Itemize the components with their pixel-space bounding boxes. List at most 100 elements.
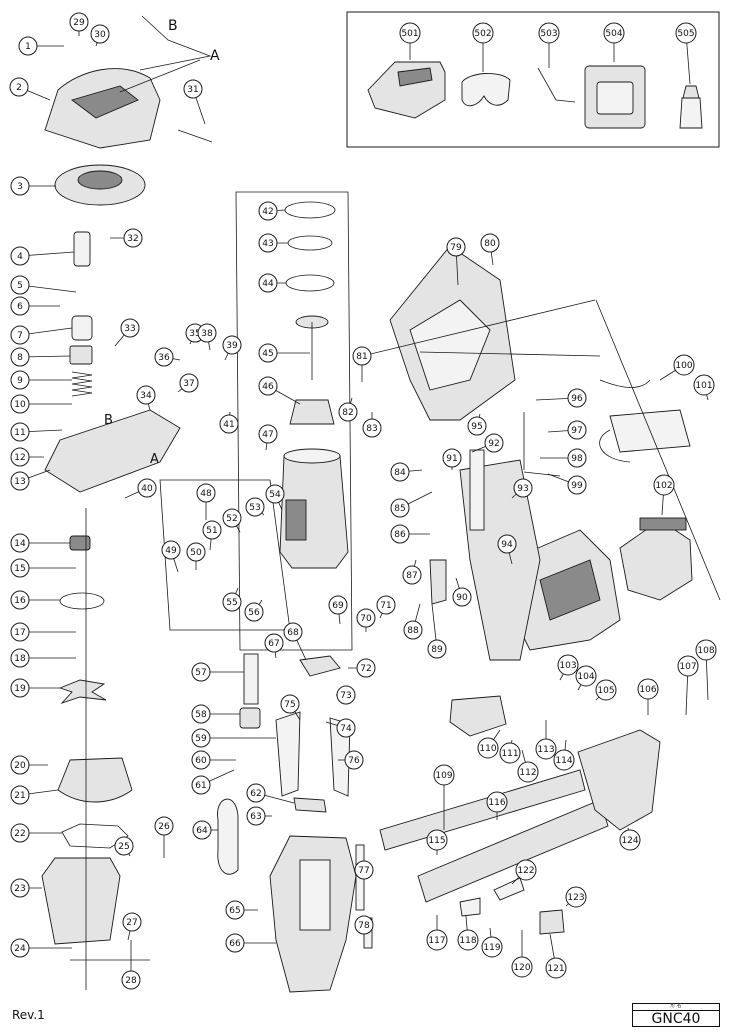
callout-circle-44: [258, 273, 278, 293]
callout-circle-106: [637, 678, 659, 700]
callout-circle-105: [595, 679, 617, 701]
callout-120: 120: [511, 930, 533, 978]
callout-circle-123: [565, 886, 587, 908]
callout-circle-26: [154, 816, 174, 836]
callout-circle-112: [517, 761, 539, 783]
callout-circle-122: [515, 859, 537, 881]
callout-circle-108: [695, 639, 717, 661]
callout-circle-9: [10, 370, 30, 390]
callout-circle-23: [10, 878, 30, 898]
callout-86: 86: [390, 524, 430, 544]
callout-circle-13: [10, 471, 30, 491]
callout-circle-74: [336, 718, 356, 738]
callout-59: 59: [191, 728, 276, 748]
callout-circle-97: [567, 420, 587, 440]
callout-number-8: 8: [17, 353, 23, 363]
callout-124: 124: [619, 827, 641, 851]
callout-circle-70: [356, 608, 376, 628]
callout-123: 123: [565, 886, 587, 908]
callout-circle-78: [354, 915, 374, 935]
callout-number-87: 87: [406, 571, 417, 581]
callout-number-114: 114: [555, 756, 572, 766]
callout-circle-21: [10, 785, 30, 805]
callout-60: 60: [191, 750, 236, 770]
callout-number-58: 58: [195, 710, 207, 720]
callout-70: 70: [356, 608, 376, 632]
callout-number-106: 106: [639, 685, 656, 695]
callout-circle-54: [265, 484, 285, 504]
callout-50: 50: [186, 542, 206, 570]
callout-circle-118: [457, 929, 479, 951]
callout-circle-31: [183, 79, 203, 99]
callout-circle-27: [122, 912, 142, 932]
callout-8: 8: [10, 347, 71, 367]
callout-number-62: 62: [250, 789, 261, 799]
callout-79: 79: [446, 237, 466, 286]
callout-number-71: 71: [380, 601, 391, 611]
callout-circle-94: [497, 534, 517, 554]
safety-glasses-drawing: [461, 73, 511, 107]
callout-62: 62: [246, 783, 295, 804]
callout-105: 105: [595, 679, 617, 701]
callout-number-83: 83: [366, 424, 377, 434]
callout-circle-95: [467, 416, 487, 436]
callout-circle-47: [258, 424, 278, 444]
callout-118: 118: [457, 915, 479, 951]
callout-circle-67: [264, 633, 284, 653]
callout-circle-124: [619, 829, 641, 851]
callout-71: 71: [376, 595, 396, 619]
callout-101: 101: [693, 374, 715, 401]
callout-circle-52: [222, 508, 242, 528]
callout-102: 102: [653, 474, 675, 516]
callout-number-21: 21: [14, 791, 25, 801]
callout-circle-16: [10, 590, 30, 610]
callout-82: 82: [338, 397, 358, 422]
callout-number-38: 38: [201, 329, 213, 339]
callout-circle-62: [246, 783, 266, 803]
callout-circle-71: [376, 595, 396, 615]
callout-47: 47: [258, 424, 278, 451]
part-drawings: [41, 11, 720, 993]
callout-94: 94: [497, 534, 517, 565]
callout-number-501: 501: [401, 29, 418, 39]
callout-number-14: 14: [14, 539, 26, 549]
callout-circle-73: [336, 685, 356, 705]
callout-3: 3: [10, 176, 56, 196]
callout-number-96: 96: [571, 394, 583, 404]
callout-circle-79: [446, 237, 466, 257]
callout-77: 77: [354, 860, 374, 880]
callout-number-109: 109: [435, 771, 452, 781]
callout-number-19: 19: [14, 684, 26, 694]
callout-circle-1: [18, 36, 38, 56]
callout-circle-43: [258, 233, 278, 253]
callout-circle-100: [673, 354, 695, 376]
callout-number-98: 98: [571, 454, 583, 464]
callout-42: 42: [258, 201, 286, 221]
callout-503: 503: [538, 22, 560, 68]
callout-number-505: 505: [677, 29, 694, 39]
callout-7: 7: [10, 325, 73, 345]
callout-circle-110: [477, 737, 499, 759]
callout-25: 25: [114, 836, 134, 857]
callout-61: 61: [191, 769, 235, 795]
callout-number-110: 110: [479, 744, 496, 754]
callout-circle-66: [225, 933, 245, 953]
callout-number-43: 43: [262, 239, 273, 249]
callout-number-20: 20: [14, 761, 26, 771]
callout-109: 109: [433, 764, 455, 830]
callout-circle-36: [154, 347, 174, 367]
callout-number-4: 4: [17, 252, 23, 262]
callout-circle-45: [258, 343, 278, 363]
callout-98: 98: [540, 448, 587, 468]
callout-circle-14: [10, 533, 30, 553]
callout-circle-65: [225, 900, 245, 920]
callout-number-1: 1: [25, 42, 31, 52]
callout-4: 4: [10, 246, 75, 266]
callout-circle-117: [426, 929, 448, 951]
callout-number-61: 61: [195, 781, 206, 791]
callout-number-120: 120: [513, 963, 530, 973]
part-callouts: 1234567891011121314151617181920212223242…: [9, 12, 717, 990]
callout-number-67: 67: [268, 639, 279, 649]
